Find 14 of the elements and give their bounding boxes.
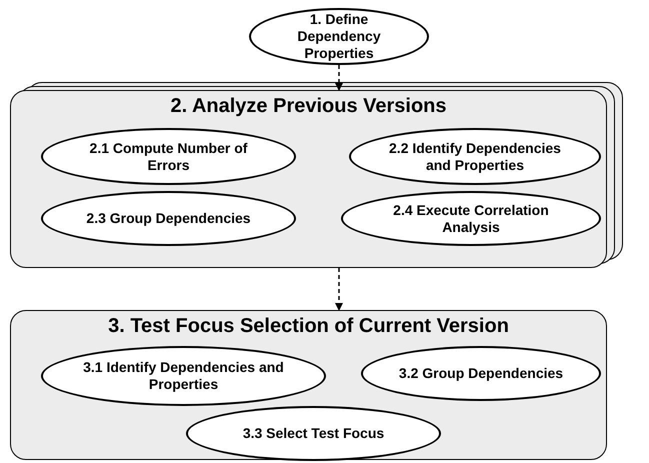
- process-label: 2.2 Identify Dependencies and Properties: [388, 140, 562, 174]
- group-panel: [10, 90, 607, 268]
- panel-title: 3. Test Focus Selection of Current Version: [107, 315, 510, 338]
- process-label: 2.3 Group Dependencies: [86, 210, 251, 227]
- group-panel: [10, 310, 607, 460]
- process-label: 2.4 Execute Correlation Analysis: [392, 202, 550, 236]
- process-label: 1. Define Dependency Properties: [296, 11, 382, 62]
- arrow: [335, 268, 343, 311]
- process-label: 3.2 Group Dependencies: [398, 365, 564, 382]
- panel-title: 2. Analyze Previous Versions: [169, 95, 448, 118]
- arrow: [335, 65, 343, 91]
- process-label: 2.1 Compute Number of Errors: [88, 140, 248, 174]
- process-label: 3.3 Select Test Focus: [242, 425, 384, 442]
- process-label: 3.1 Identify Dependencies and Properties: [82, 359, 285, 393]
